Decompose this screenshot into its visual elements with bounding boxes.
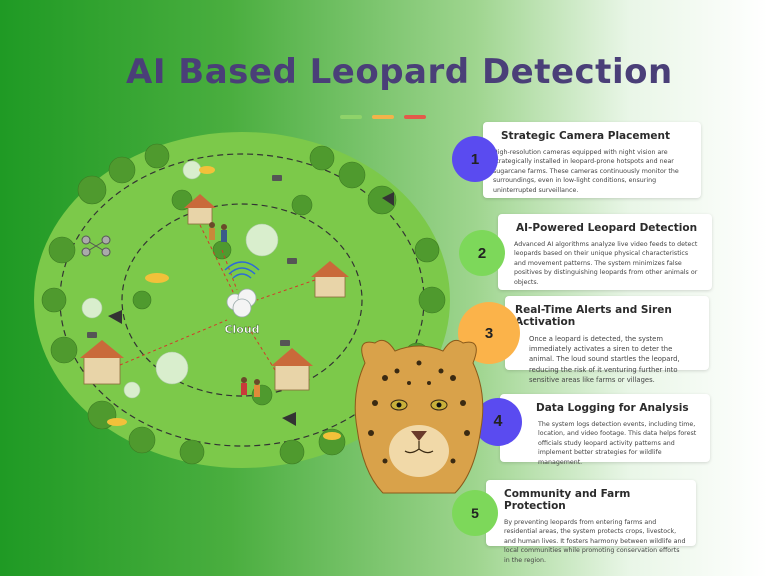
divider-dash-green <box>340 115 362 119</box>
step-heading: Community and Farm Protection <box>504 488 631 512</box>
cloud-label: Cloud <box>224 323 259 336</box>
step-description: Once a leopard is detected, the system i… <box>529 335 680 384</box>
step-number: 5 <box>471 505 479 521</box>
hut <box>311 261 349 298</box>
step-card-2: AI-Powered Leopard Detection Advanced AI… <box>498 214 712 290</box>
inner-perimeter-ring <box>121 203 363 397</box>
step-number-badge: 5 <box>452 490 498 536</box>
step-card-5: Community and Farm Protection By prevent… <box>486 480 696 564</box>
step-card-3: Real-Time Alerts and Siren Activation On… <box>505 296 709 384</box>
step-heading: Real-Time Alerts and Siren Activation <box>515 304 672 328</box>
step-description: The system logs detection events, includ… <box>538 421 697 466</box>
hut <box>271 348 313 391</box>
step-number: 3 <box>484 324 494 342</box>
drone-icon <box>81 235 111 257</box>
data-link-paths <box>119 224 316 371</box>
pale-tree-cluster <box>81 160 279 399</box>
divider-dash-red <box>404 115 426 119</box>
forest-surveillance-illustration: Cloud <box>34 132 450 468</box>
step-description: By preventing leopards from entering far… <box>504 519 686 564</box>
step-number-badge: 1 <box>452 136 498 182</box>
step-card-4: Data Logging for Analysis The system log… <box>500 394 710 466</box>
siren-icon <box>108 192 394 426</box>
step-number-badge: 2 <box>459 230 505 276</box>
step-description: Advanced AI algorithms analyze live vide… <box>514 241 698 286</box>
step-heading: AI-Powered Leopard Detection <box>516 222 698 234</box>
leopard-sighting-icon <box>107 166 341 440</box>
camera-icon <box>87 175 297 346</box>
step-number: 2 <box>477 244 487 262</box>
step-description: High-resolution cameras equipped with ni… <box>493 149 679 194</box>
hut <box>184 194 216 225</box>
step-heading: Strategic Camera Placement <box>501 130 671 142</box>
step-number: 4 <box>493 413 503 430</box>
page-title: AI Based Leopard Detection <box>126 52 673 92</box>
step-heading: Data Logging for Analysis <box>536 402 689 414</box>
hut <box>80 340 124 385</box>
cloud-icon <box>226 288 257 318</box>
wifi-signal-icon <box>224 261 260 279</box>
villager-figures <box>209 222 260 397</box>
divider-dash-yellow <box>372 115 394 119</box>
leopard-portrait <box>354 339 484 494</box>
step-card-1: Strategic Camera Placement High-resoluti… <box>483 122 701 198</box>
step-number: 1 <box>470 150 480 168</box>
